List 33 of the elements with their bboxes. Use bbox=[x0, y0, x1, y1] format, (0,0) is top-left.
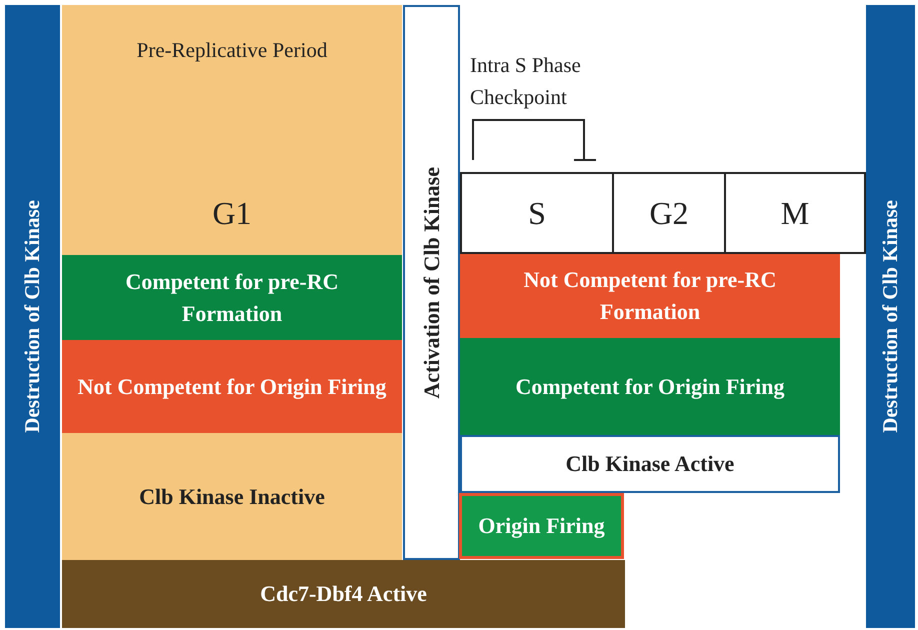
state-band bbox=[460, 254, 840, 338]
state-band-label: Cdc7-Dbf4 Active bbox=[259, 580, 428, 608]
phase-cell bbox=[460, 172, 614, 254]
state-band bbox=[62, 340, 402, 433]
state-band-label: Clb Kinase Active bbox=[564, 450, 736, 478]
phase-band-label: Destruction of Clb Kinase bbox=[877, 200, 904, 433]
state-band bbox=[62, 433, 402, 560]
phase-cell-label: S bbox=[527, 194, 547, 233]
phase-cell-label: M bbox=[780, 194, 810, 233]
state-band bbox=[460, 338, 840, 435]
state-band-label: Not Competent for pre-RC Formation bbox=[522, 266, 778, 326]
phase-cell bbox=[62, 171, 402, 255]
state-band-label: Competent for Origin Firing bbox=[514, 372, 786, 401]
phase-cell-label: G2 bbox=[648, 194, 690, 233]
state-band-label: Competent for pre-RC Formation bbox=[124, 268, 340, 328]
state-band bbox=[459, 493, 624, 559]
phase-band-label: Destruction of Clb Kinase bbox=[19, 200, 46, 433]
state-band-label: Origin Firing bbox=[477, 512, 606, 540]
state-band-label: Clb Kinase Inactive bbox=[138, 482, 326, 511]
state-band-label: Not Competent for Origin Firing bbox=[76, 372, 388, 401]
period-band bbox=[62, 5, 402, 171]
state-band bbox=[460, 435, 840, 493]
state-band bbox=[62, 560, 625, 628]
phase-band bbox=[866, 5, 915, 628]
state-band bbox=[62, 255, 402, 340]
phase-band bbox=[5, 5, 60, 628]
checkpoint-label: Intra S Phase Checkpoint bbox=[470, 52, 582, 110]
phase-band bbox=[403, 5, 460, 560]
period-band-label: Pre-Replicative Period bbox=[136, 37, 328, 64]
phase-cell bbox=[612, 172, 726, 254]
phase-cell-label: G1 bbox=[211, 194, 253, 233]
phase-cell bbox=[724, 172, 866, 254]
phase-band-label: Activation of Clb Kinase bbox=[418, 166, 445, 398]
